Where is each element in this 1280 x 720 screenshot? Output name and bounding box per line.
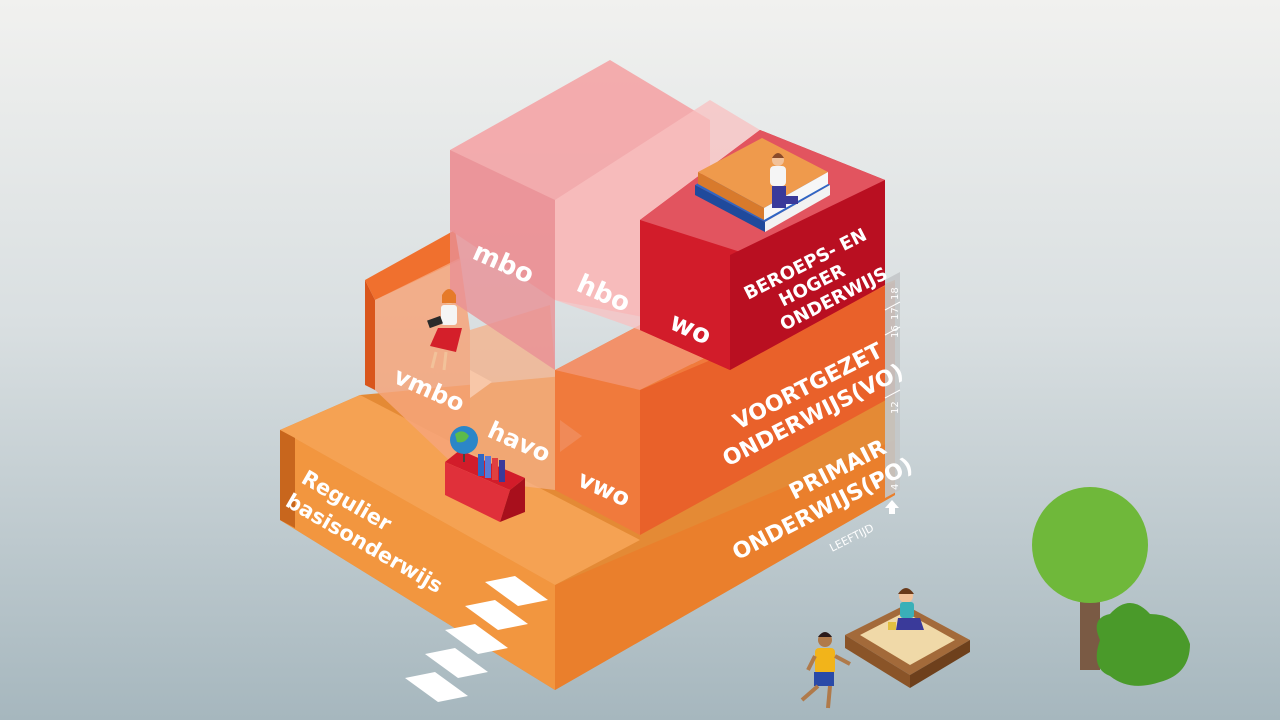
secondary-education-block (365, 230, 895, 535)
age-tick-17: 17 (890, 307, 901, 320)
person-reading-on-books (770, 153, 798, 208)
age-tick-18: 18 (890, 287, 901, 300)
age-ruler (884, 272, 901, 498)
entrance-stairs (405, 576, 548, 702)
age-axis-arrow-icon (885, 500, 899, 514)
sandbox-icon (845, 605, 970, 688)
age-tick-4: 4 (890, 484, 901, 490)
tree-icon (1032, 487, 1190, 686)
child-playing-in-sandbox (888, 588, 924, 630)
child-running (800, 632, 851, 709)
person-reading-tablet (427, 289, 462, 371)
age-tick-16: 16 (890, 325, 901, 338)
age-tick-12: 12 (890, 401, 901, 414)
bookshelf-with-globe-icon (445, 426, 525, 522)
